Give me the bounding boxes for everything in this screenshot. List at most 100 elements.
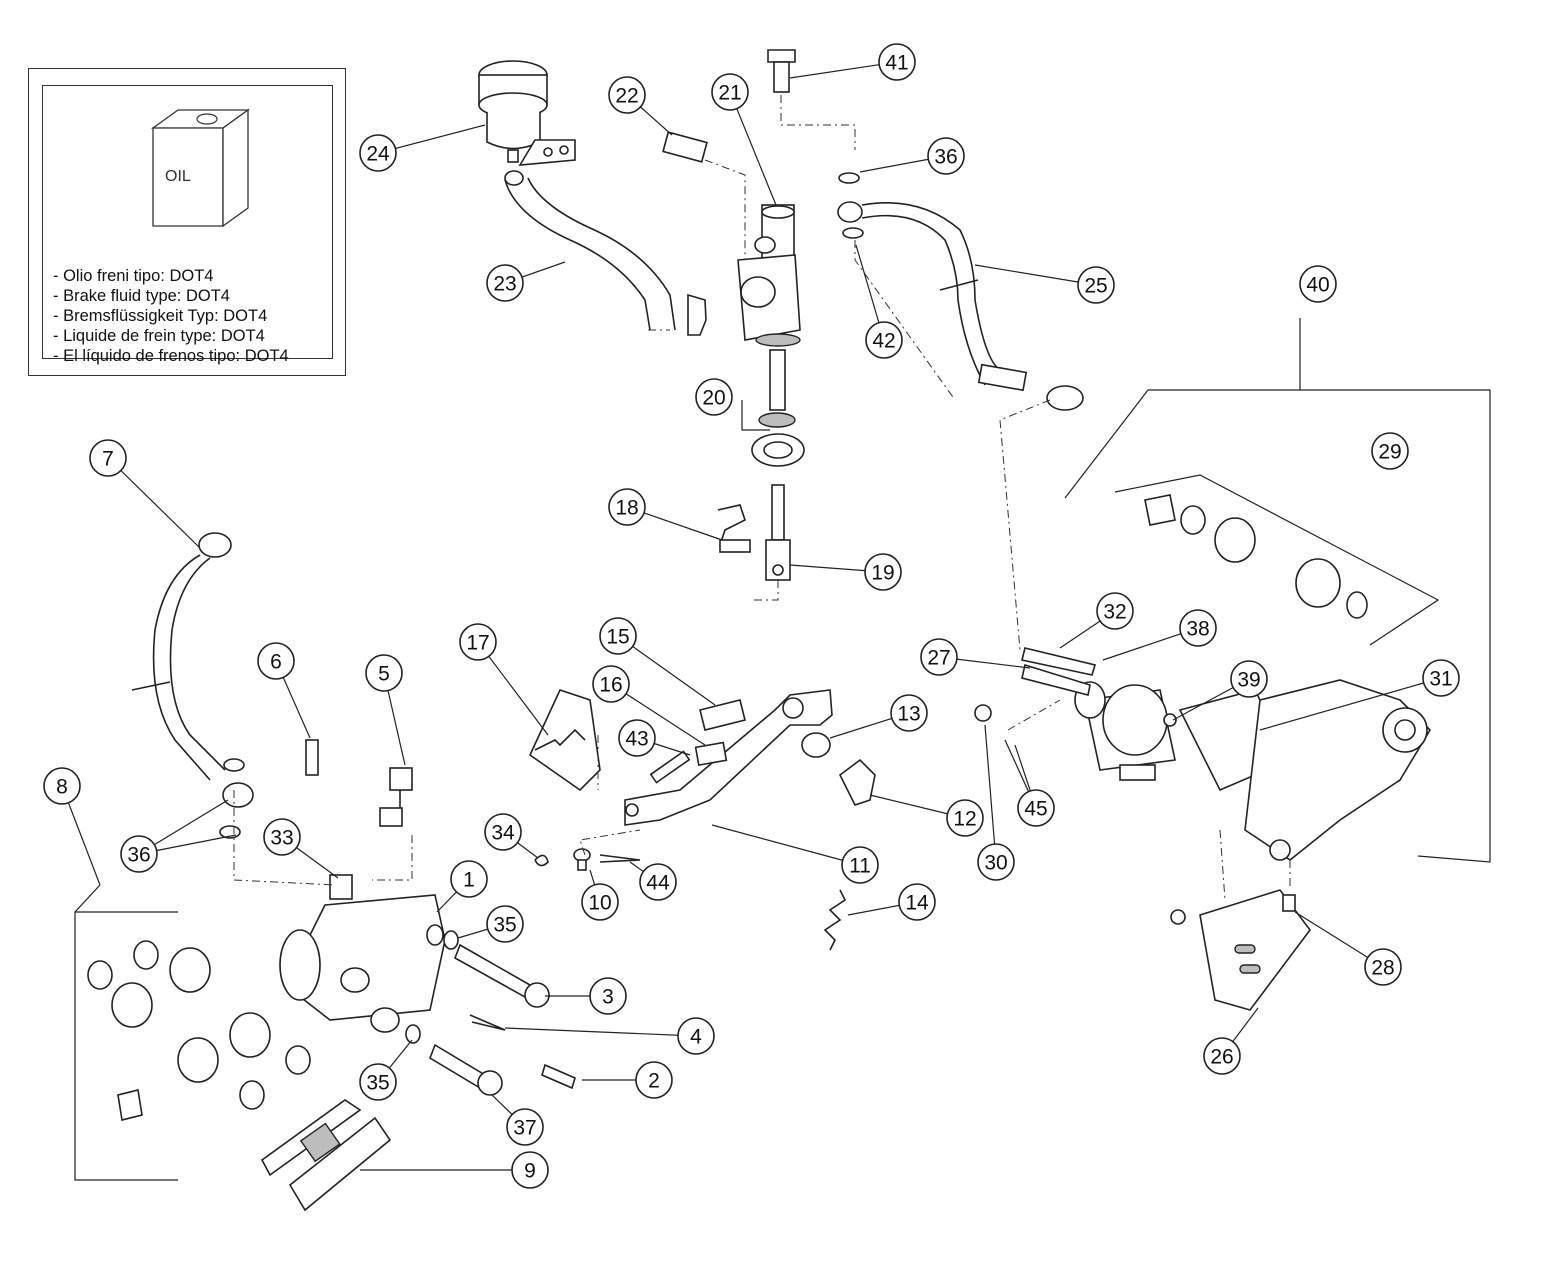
callout-leader-line: [974, 264, 1097, 286]
callout-circle: [677, 1017, 715, 1055]
callout-number: 6: [270, 651, 282, 674]
brake-pads: [260, 1099, 392, 1212]
caliper-piston-kit: [1144, 494, 1368, 619]
pad-spring: [379, 767, 413, 827]
callout-42: 42: [855, 244, 903, 359]
callout-leader-line: [729, 91, 777, 206]
callout-37: 37: [491, 1094, 544, 1146]
callout-circle: [1077, 266, 1115, 304]
callout-circle: [1371, 432, 1409, 470]
callout-layer: 1234567891011121314151617181920212223242…: [43, 43, 1460, 1189]
callout-number: 45: [1024, 798, 1047, 821]
callout-circle: [1230, 660, 1268, 698]
callout-number: 1: [463, 869, 475, 892]
callout-number: 35: [366, 1072, 389, 1095]
callout-number: 17: [466, 632, 489, 655]
callout-number: 4: [690, 1026, 702, 1049]
callout-circle: [608, 76, 646, 114]
callout-circle: [120, 835, 158, 873]
callout-circle: [43, 767, 81, 805]
pedal-tip: [528, 689, 601, 792]
callout-number: 41: [885, 52, 908, 75]
callout-circle: [359, 1063, 397, 1101]
callout-number: 19: [871, 562, 894, 585]
callout-circle: [920, 638, 958, 676]
callout-circle: [1364, 948, 1402, 986]
legend-text-list: - Olio freni tipo: DOT4 - Brake fluid ty…: [53, 266, 289, 366]
callout-number: 3: [602, 986, 614, 1009]
callout-number: 34: [491, 822, 515, 845]
retaining-clip: [717, 504, 751, 553]
callout-number: 9: [524, 1160, 536, 1183]
callout-3: 3: [545, 977, 627, 1015]
callout-circle: [639, 863, 677, 901]
callout-circle: [635, 1061, 673, 1099]
callout-15: 15: [599, 617, 716, 706]
callout-40: 40: [1299, 265, 1337, 303]
callout-7: 7: [89, 439, 201, 549]
callout-number: 20: [702, 387, 725, 410]
callout-number: 27: [927, 647, 950, 670]
callout-number: 42: [872, 330, 895, 353]
callout-circle: [365, 654, 403, 692]
callout-27: 27: [920, 638, 1031, 676]
callout-33: 33: [263, 818, 339, 879]
callout-number: 13: [897, 703, 920, 726]
legend-line: - Brake fluid type: DOT4: [53, 287, 230, 305]
callout-circle: [1422, 659, 1460, 697]
callout-circle: [618, 719, 656, 757]
callout-36: 36: [120, 799, 237, 873]
callout-number: 36: [127, 844, 150, 867]
group-20-bracket: [741, 400, 770, 431]
callout-number: 25: [1084, 275, 1107, 298]
callout-circle: [1203, 1037, 1241, 1075]
callout-circle: [865, 321, 903, 359]
callout-circle: [864, 553, 902, 591]
callout-circle: [486, 905, 524, 943]
callout-number: 29: [1378, 441, 1401, 464]
callout-number: 23: [493, 273, 516, 296]
callout-leader-line: [984, 724, 997, 863]
callout-number: 16: [599, 674, 622, 697]
callout-1: 1: [436, 860, 488, 913]
callout-number: 30: [984, 852, 1007, 875]
callout-number: 11: [849, 855, 871, 878]
callout-circle: [89, 439, 127, 477]
callout-35: 35: [457, 905, 524, 943]
brake-hose-rear: [837, 201, 1084, 411]
callout-circle: [1179, 609, 1217, 647]
callout-30: 30: [977, 724, 1015, 881]
callout-9: 9: [360, 1151, 549, 1189]
callout-circle: [841, 846, 879, 884]
washer: [842, 227, 864, 239]
callout-number: 21: [718, 82, 741, 105]
callout-10: 10: [581, 869, 619, 921]
callout-24: 24: [359, 124, 486, 172]
pedal-hardware: [649, 699, 876, 806]
callout-circle: [506, 1108, 544, 1146]
callout-39: 39: [1172, 660, 1268, 721]
callout-number: 32: [1103, 601, 1126, 624]
callout-36: 36: [859, 137, 965, 175]
callout-number: 44: [646, 872, 670, 895]
callout-circle: [946, 799, 984, 837]
callout-circle: [263, 818, 301, 856]
bolt-10: [573, 848, 591, 871]
callout-number: 22: [615, 85, 638, 108]
callout-22: 22: [608, 76, 673, 136]
callout-21: 21: [711, 73, 777, 206]
bleed-screw: [305, 739, 319, 776]
callout-leader-line: [504, 1027, 697, 1037]
brake-fluid-legend: OIL - Olio freni tipo: DOT4 - Brake flui…: [28, 68, 346, 376]
callout-number: 10: [588, 892, 611, 915]
oil-can-icon: OIL: [150, 108, 251, 228]
callout-16: 16: [592, 665, 706, 746]
callout-28: 28: [1294, 911, 1402, 986]
callout-31: 31: [1259, 659, 1460, 731]
callout-number: 7: [102, 448, 114, 471]
callout-circle: [459, 623, 497, 661]
group-40-bracket: [1064, 389, 1491, 863]
push-rod: [765, 484, 791, 581]
callout-number: 35: [493, 914, 516, 937]
callout-45: 45: [1004, 739, 1055, 827]
